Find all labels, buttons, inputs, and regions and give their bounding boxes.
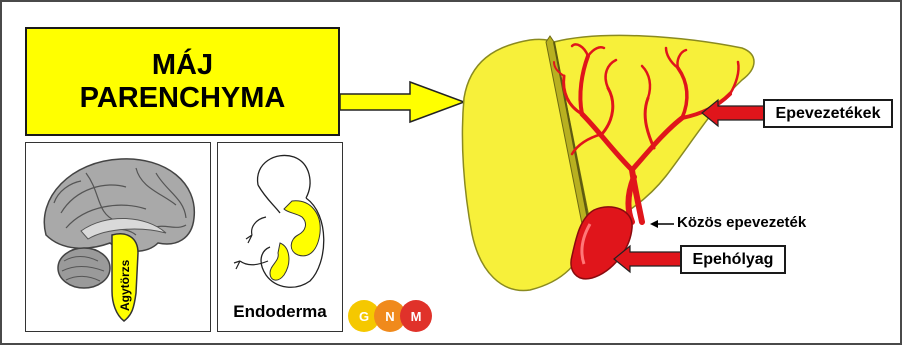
- gallbladder-label: Epehólyag: [680, 245, 786, 274]
- title-to-liver-arrow: [340, 82, 464, 122]
- gnm-logo: G N M: [348, 300, 438, 336]
- bile-ducts-label: Epevezetékek: [763, 99, 893, 128]
- common-bile-duct-label: Közös epevezeték: [677, 214, 806, 231]
- common-duct-pointer-head: [650, 220, 658, 228]
- logo-dot-m: M: [400, 300, 432, 332]
